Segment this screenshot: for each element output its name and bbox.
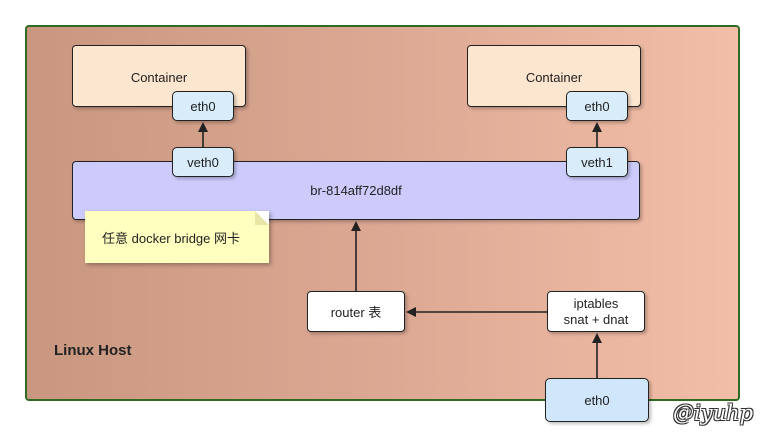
iptables-box: iptables snat + dnat (547, 291, 645, 332)
router-table: router 表 (307, 291, 405, 332)
veth0-label: veth0 (187, 154, 219, 170)
veth1-label: veth1 (581, 154, 613, 170)
host-eth0-label: eth0 (584, 392, 610, 408)
veth0: veth0 (172, 147, 234, 177)
container-right-eth0-label: eth0 (584, 98, 610, 114)
veth1: veth1 (566, 147, 628, 177)
container-right-eth0: eth0 (566, 91, 628, 121)
linux-host-label: Linux Host (54, 342, 132, 359)
docker-bridge-label: br-814aff72d8df (310, 183, 402, 198)
container-left-label: Container (130, 70, 188, 85)
host-eth0: eth0 (545, 378, 649, 422)
watermark: @iyuhp (673, 401, 754, 425)
container-left-eth0-label: eth0 (190, 98, 216, 114)
docker-bridge: br-814aff72d8df (72, 161, 640, 220)
bridge-note: 任意 docker bridge 网卡 (85, 211, 269, 263)
container-left-eth0: eth0 (172, 91, 234, 121)
iptables-line1: iptables (573, 295, 619, 311)
bridge-note-text: 任意 docker bridge 网卡 (102, 230, 240, 246)
iptables-line2: snat + dnat (563, 311, 629, 327)
container-right-label: Container (525, 70, 583, 85)
note-fold (255, 211, 269, 225)
router-table-label: router 表 (330, 305, 382, 320)
